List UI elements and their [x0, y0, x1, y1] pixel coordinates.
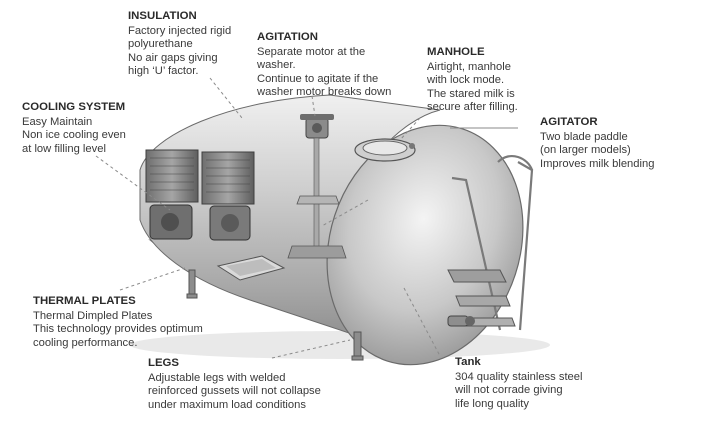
- callout-legs: LEGS Adjustable legs with welded reinfor…: [148, 357, 321, 412]
- callout-title: INSULATION: [128, 10, 197, 22]
- callout-line: Two blade paddle: [540, 130, 628, 143]
- callout-line: high ‘U’ factor.: [128, 65, 199, 78]
- outlet-valve: [447, 315, 475, 327]
- callout-line: Factory injected rigid: [128, 24, 232, 37]
- callout-title: MANHOLE: [427, 46, 485, 58]
- callout-line: polyurethane: [128, 38, 193, 51]
- callout-title: AGITATION: [257, 31, 318, 43]
- callout-line: Improves milk blending: [540, 157, 655, 170]
- callout-line: Thermal Dimpled Plates: [33, 309, 153, 322]
- agitation-motor: [300, 114, 334, 139]
- callout-line: life long quality: [455, 397, 530, 410]
- callout-line: Non ice cooling even: [22, 129, 126, 142]
- callout-line: cooling performance.: [33, 336, 138, 349]
- callout-line: No air gaps giving: [128, 51, 218, 64]
- callout-line: Easy Maintain: [22, 115, 93, 128]
- callout-cooling-system: COOLING SYSTEM Easy Maintain Non ice coo…: [22, 101, 126, 156]
- callout-agitator: AGITATOR Two blade paddle (on larger mod…: [540, 116, 654, 171]
- callout-line: secure after filling.: [427, 101, 518, 114]
- callout-title: LEGS: [148, 357, 180, 369]
- thermal-plate-tray: [216, 255, 286, 281]
- callout-manhole: MANHOLE Airtight, manhole with lock mode…: [427, 46, 518, 115]
- tank-legs: [186, 269, 364, 361]
- callout-line: washer motor breaks down: [257, 86, 392, 99]
- callout-insulation: INSULATION Factory injected rigid polyur…: [128, 10, 231, 79]
- callout-title: THERMAL PLATES: [33, 295, 136, 307]
- callout-line: at low filling level: [22, 142, 106, 155]
- callout-line: This technology provides optimum: [33, 323, 203, 336]
- callout-line: will not corrade giving: [455, 384, 563, 397]
- callout-title: Tank: [455, 356, 481, 368]
- ladder-steps: [447, 269, 516, 327]
- callout-title: COOLING SYSTEM: [22, 101, 126, 113]
- callout-line: Separate motor at the: [257, 45, 366, 58]
- callout-agitation: AGITATION Separate motor at the washer. …: [257, 31, 391, 100]
- callout-line: reinforced gussets will not collapse: [148, 385, 321, 398]
- callout-line: 304 quality stainless steel: [455, 370, 583, 383]
- callout-line: Continue to agitate if the: [257, 72, 379, 85]
- agitator-shaft: [287, 137, 347, 259]
- callout-line: Adjustable legs with welded: [148, 371, 286, 384]
- callout-line: washer.: [257, 59, 296, 72]
- callout-line: under maximum load conditions: [148, 398, 306, 411]
- callout-line: The stared milk is: [427, 87, 515, 100]
- callout-title: AGITATOR: [540, 116, 598, 128]
- callout-line: Airtight, manhole: [427, 60, 511, 73]
- callout-tank: Tank 304 quality stainless steel will no…: [455, 356, 583, 411]
- manhole-lid: [354, 138, 416, 162]
- callout-line: (on larger models): [540, 144, 631, 157]
- callout-thermal-plates: THERMAL PLATES Thermal Dimpled Plates Th…: [33, 295, 203, 350]
- callout-line: with lock mode.: [427, 74, 505, 87]
- cooling-units: [145, 149, 255, 241]
- callout-leaders: [95, 77, 518, 359]
